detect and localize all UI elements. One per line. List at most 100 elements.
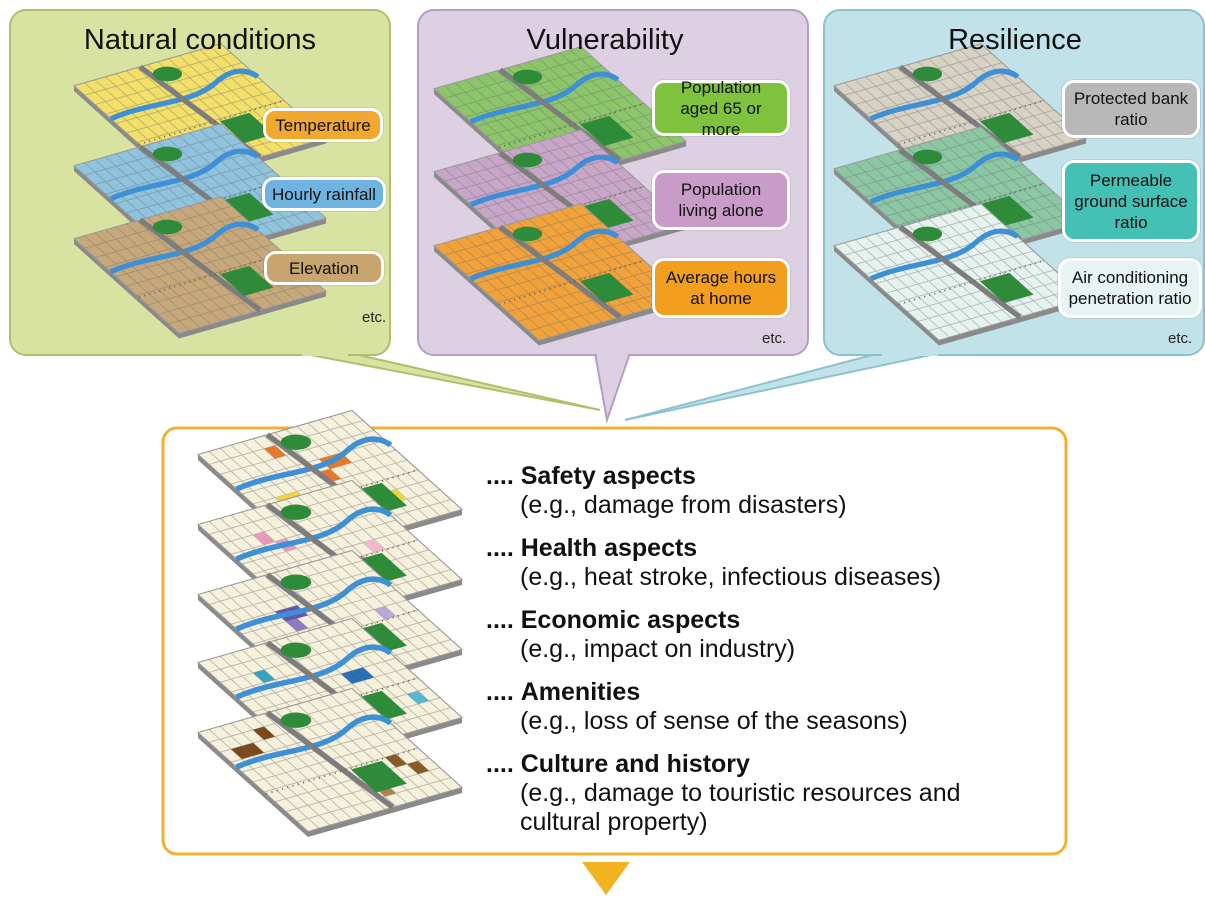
- aspect-desc: (e.g., impact on industry): [520, 635, 796, 663]
- map-river: [235, 436, 393, 492]
- aspect-culture: .... Culture and history (e.g., damage t…: [486, 750, 1046, 837]
- map-park: [579, 115, 634, 146]
- map-river: [869, 68, 1020, 122]
- map-cell: [341, 670, 363, 684]
- map-cell: [407, 690, 429, 704]
- map-river: [235, 576, 393, 632]
- tag-population-alone: Population living alone: [652, 170, 790, 230]
- map-park: [350, 690, 407, 723]
- tag-population-65: Population aged 65 or more: [652, 78, 790, 139]
- tag-hourly-rainfall: Hourly rainfall: [262, 177, 386, 211]
- map-rail: [498, 185, 645, 232]
- panel-title-vulnerability: Vulnerability: [526, 24, 684, 56]
- map-road: [498, 224, 622, 320]
- aspect-dots: ....: [486, 750, 514, 778]
- aspect-desc: (e.g., damage from disasters): [520, 491, 847, 519]
- map-river: [109, 68, 260, 122]
- map-rail: [265, 747, 419, 795]
- map-park: [912, 66, 943, 82]
- map-park: [350, 552, 407, 585]
- down-arrow: [582, 862, 630, 895]
- aspect-dots: ....: [486, 678, 514, 706]
- map-park: [152, 146, 183, 162]
- map-rail: [498, 102, 645, 149]
- tag-permeable-ground: Permeable ground surface ratio: [1062, 160, 1200, 242]
- map-edge: [74, 238, 327, 339]
- map-park: [512, 226, 543, 242]
- map-river: [469, 71, 620, 125]
- aspect-safety: .... Safety aspects (e.g., damage from d…: [486, 462, 847, 520]
- map-park: [979, 112, 1034, 143]
- map-layer-air-conditioning: [832, 203, 1088, 346]
- map-layer-temperature: [72, 43, 328, 186]
- map-road: [498, 67, 622, 163]
- map-park: [280, 712, 312, 728]
- map-river: [235, 644, 393, 700]
- map-river: [109, 221, 260, 275]
- map-rail: [898, 99, 1045, 146]
- map-park: [350, 482, 407, 515]
- map-park: [280, 642, 312, 658]
- map-park: [912, 226, 943, 242]
- map-river: [869, 228, 1020, 282]
- map-cell: [407, 760, 429, 774]
- map-cell: [363, 539, 385, 553]
- aspect-dots: ....: [486, 534, 514, 562]
- aspect-dots: ....: [486, 606, 514, 634]
- map-park: [979, 272, 1034, 303]
- aspect-name: Culture and history: [520, 750, 750, 778]
- map-rail: [265, 469, 419, 517]
- map-rail: [265, 539, 419, 587]
- tag-air-conditioning: Air conditioning penetration ratio: [1058, 258, 1202, 318]
- aspect-amenities: .... Amenities (e.g., loss of sense of t…: [486, 678, 908, 736]
- map-cell: [286, 618, 308, 632]
- map-park: [219, 192, 274, 223]
- map-road: [898, 224, 1022, 320]
- map-park: [350, 760, 407, 793]
- tag-average-hours: Average hours at home: [652, 258, 790, 318]
- map-rail: [265, 609, 419, 657]
- map-park: [152, 219, 183, 235]
- aspect-name: Economic aspects: [520, 606, 741, 634]
- etc-vulnerability: etc.: [762, 330, 787, 347]
- map-cell: [231, 746, 253, 760]
- map-park: [280, 504, 312, 520]
- aspect-name: Amenities: [520, 678, 641, 706]
- map-park: [512, 152, 543, 168]
- map-park: [280, 434, 312, 450]
- map-river: [869, 151, 1020, 205]
- map-edge: [434, 245, 686, 346]
- map-cell: [352, 667, 374, 681]
- map-cell: [253, 669, 275, 683]
- map-park: [512, 69, 543, 85]
- callout-tail: [299, 352, 601, 411]
- map-cell: [319, 468, 341, 482]
- aspect-name: Health aspects: [520, 534, 698, 562]
- aspect-desc: (e.g., damage to touristic resources and…: [520, 779, 961, 836]
- panel-title-natural-conditions: Natural conditions: [83, 24, 317, 56]
- aspect-dots: ....: [486, 462, 514, 490]
- map-edge: [434, 88, 686, 189]
- map-cell: [253, 726, 275, 740]
- map-rail: [898, 259, 1045, 306]
- aspect-name: Safety aspects: [520, 462, 696, 490]
- map-rail: [138, 252, 285, 299]
- map-cell: [385, 754, 407, 768]
- map-park: [579, 272, 634, 303]
- map-river: [235, 714, 393, 770]
- map-park: [280, 574, 312, 590]
- map-cell: [253, 531, 275, 545]
- map-layer-protected-bank: [832, 43, 1088, 186]
- tag-protected-bank: Protected bank ratio: [1062, 80, 1200, 138]
- map-rail: [265, 677, 419, 725]
- map-park: [979, 195, 1034, 226]
- map-edge: [834, 85, 1086, 186]
- panel-title-resilience: Resilience: [948, 24, 1082, 56]
- callout-tail: [624, 352, 941, 421]
- tag-temperature: Temperature: [263, 108, 383, 142]
- map-layer-elevation: [72, 196, 328, 339]
- map-rail: [138, 99, 285, 146]
- map-layer-average-hours: [432, 203, 688, 346]
- map-rail: [138, 179, 285, 226]
- map-park: [912, 149, 943, 165]
